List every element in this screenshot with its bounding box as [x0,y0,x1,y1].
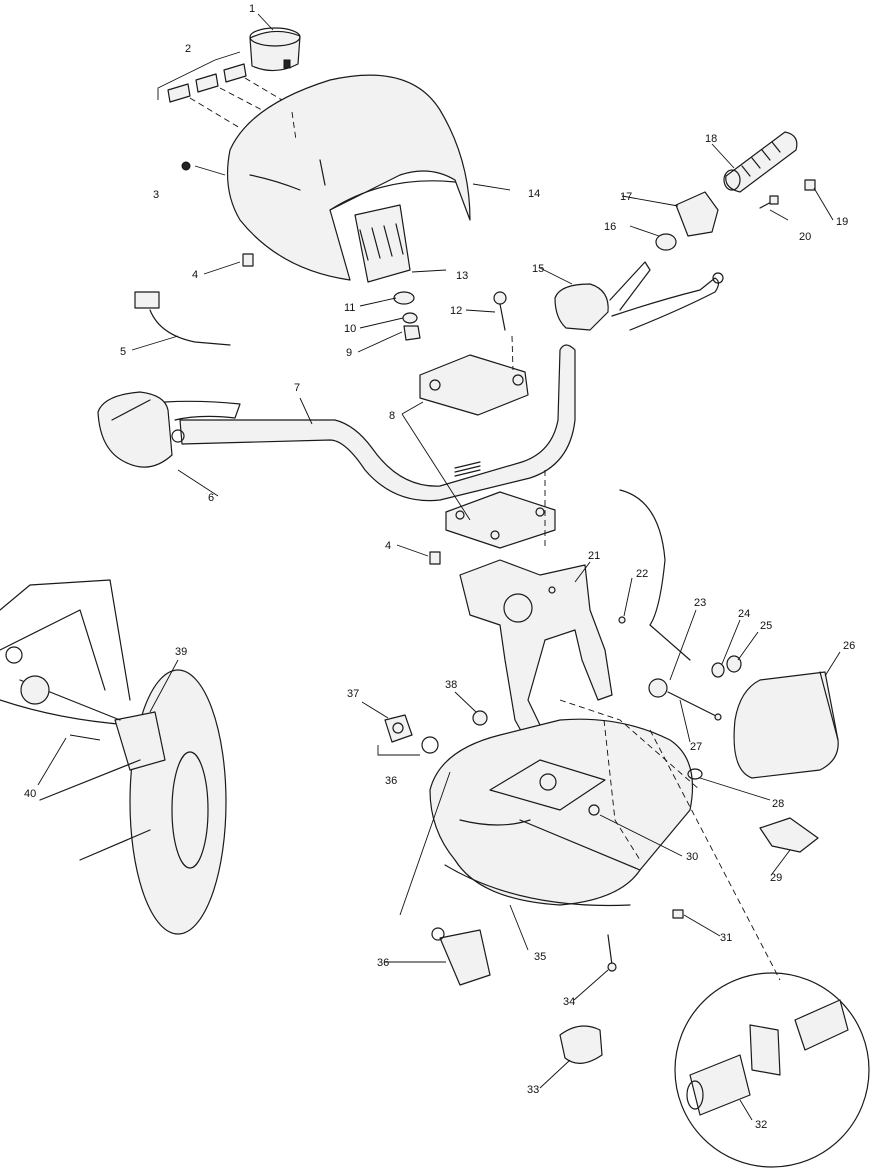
spacer-16 [655,233,677,251]
callout-17: 17 [620,191,632,203]
handlebar [179,344,576,502]
callout-34: 34 [563,996,575,1008]
screw-3 [181,161,191,171]
left-master-cylinder [97,391,241,468]
callout-10: 10 [344,323,356,335]
callout-13: 13 [456,270,468,282]
callout-28: 28 [772,798,784,810]
callout-30: 30 [686,851,698,863]
callout-3: 3 [153,189,159,201]
headlight-pod [226,74,471,281]
brake-rotor-assembly [0,579,227,935]
bolt-34 [607,934,617,972]
callout-35: 35 [534,951,546,963]
callout-2: 2 [185,43,191,55]
screw-22 [618,616,626,624]
callout-19: 19 [836,216,848,228]
callout-37: 37 [347,688,359,700]
callout-26: 26 [843,640,855,652]
steering-bracket-21 [459,559,613,739]
callout-15: 15 [532,263,544,275]
callout-14: 14 [528,188,540,200]
throttle-housing-17 [675,191,719,237]
callout-29: 29 [770,872,782,884]
callout-9: 9 [346,347,352,359]
callout-5: 5 [120,346,126,358]
clip-4-mid [429,551,441,565]
gear-indicator-lights [354,204,411,283]
callout-18: 18 [705,133,717,145]
callout-6: 6 [208,492,214,504]
callout-16: 16 [604,221,616,233]
callout-1: 1 [249,3,255,15]
switch-36-lower [431,927,491,986]
assembly-lines [291,111,781,981]
clip-31 [672,909,684,919]
handlebar-clamp-upper [419,354,529,416]
nut-30 [588,804,600,816]
callout-4a: 4 [192,269,198,281]
callout-38: 38 [445,679,457,691]
switch-37 [384,714,413,743]
ring-36-small [421,736,439,754]
callout-33: 33 [527,1084,539,1096]
handlebar-clamp-lower [445,491,556,549]
clip-nut-4-top [242,253,254,267]
callout-23: 23 [694,597,706,609]
o-ring-28 [687,768,703,780]
headlight-26 [733,671,839,779]
callout-31: 31 [720,932,732,944]
callout-39: 39 [175,646,187,658]
socket-29 [759,817,819,853]
callout-4b: 4 [385,540,391,552]
inset-detail-32 [674,972,870,1168]
screw-20 [759,195,779,209]
front-fender-hood-35 [429,718,693,907]
callout-32: 32 [755,1119,767,1131]
clamp-33 [559,1025,603,1064]
harness-wire [619,489,691,661]
speedometer-gauge [249,27,301,72]
callout-27: 27 [690,741,702,753]
grip-18 [723,131,798,193]
callout-40: 40 [24,788,36,800]
callout-36a: 36 [385,775,397,787]
callout-21: 21 [588,550,600,562]
callout-12: 12 [450,305,462,317]
cap-19 [804,179,816,191]
callout-36b: 36 [377,957,389,969]
bolt-12 [493,291,507,331]
switch-blocks [157,51,283,129]
nut-38 [472,710,488,726]
callout-8: 8 [389,410,395,422]
leader-lines [37,13,841,1121]
callout-20: 20 [799,231,811,243]
callout-7: 7 [294,382,300,394]
callout-24: 24 [738,608,750,620]
washers-nut-9-10-11 [393,291,421,341]
adjuster-23-24-25-27 [648,655,742,721]
callout-22: 22 [636,568,648,580]
right-master-cylinder-lever [554,261,724,331]
callout-labels: 1 2 3 4 4 5 6 7 8 9 10 11 12 13 14 15 16… [24,3,855,1131]
wire-connector-5 [134,291,231,346]
callout-11: 11 [344,302,355,314]
callout-25: 25 [760,620,772,632]
